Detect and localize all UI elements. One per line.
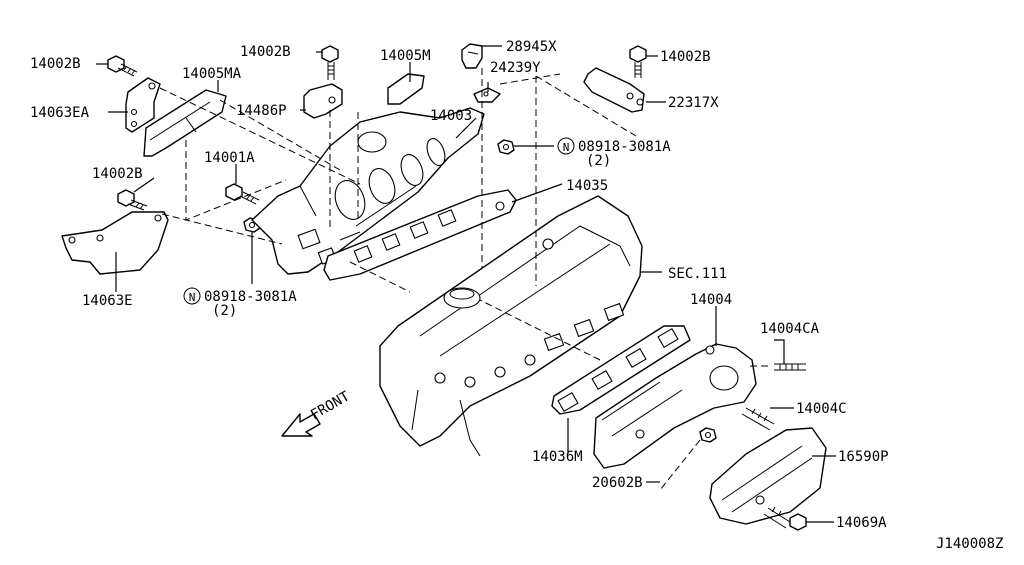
diagram-id: J140008Z: [936, 536, 1003, 552]
label-14005M: 14005M: [380, 48, 431, 64]
insulator-14005M-icon: [387, 73, 425, 105]
label-22317X: 22317X: [668, 95, 719, 111]
exhaust-manifold-14004-icon: [593, 343, 757, 469]
bracket-14063E-icon: [61, 211, 169, 275]
nut-symbol-lower: N: [183, 287, 201, 305]
insulator-14005MA-icon: [143, 89, 227, 157]
label-24239Y: 24239Y: [490, 60, 541, 76]
label-14002B-mid-left: 14002B: [92, 166, 143, 182]
cylinder-head-icon: [379, 195, 643, 457]
label-08918-lower: 08918-3081A: [204, 289, 297, 305]
label-14002B-top-right: 14002B: [660, 49, 711, 65]
intake-gasket-14035-icon: [323, 189, 517, 281]
label-14486P: 14486P: [236, 103, 287, 119]
heat-shield-16590P-icon: [709, 427, 827, 525]
label-16590P: 16590P: [838, 449, 889, 465]
stud-14004CA-icon: [774, 363, 806, 371]
nut-symbol-upper: N: [557, 137, 575, 155]
label-14063EA: 14063EA: [30, 105, 90, 121]
bolt-14001A-icon: [225, 183, 260, 205]
label-front: FRONT: [308, 388, 353, 423]
bolt-14002B-top-right-icon: [629, 45, 647, 78]
label-08918-upper: 08918-3081A: [578, 139, 671, 155]
label-08918-upper-qty: (2): [586, 153, 611, 169]
label-14004: 14004: [690, 292, 732, 308]
label-14063E: 14063E: [82, 293, 133, 309]
leader-lines: [96, 45, 836, 523]
clip-28945X-icon: [461, 43, 483, 69]
label-20602B: 20602B: [592, 475, 643, 491]
nut-20602B-icon: [699, 427, 717, 443]
intake-manifold-14003-icon: [251, 107, 485, 275]
label-14004C: 14004C: [796, 401, 847, 417]
label-14035: 14035: [566, 178, 608, 194]
bolt-14002B-mid-left-icon: [117, 189, 148, 211]
svg-text:N: N: [189, 291, 196, 304]
front-arrow-icon: [281, 413, 321, 437]
bracket-14486P-icon: [303, 83, 343, 119]
label-14003: 14003: [430, 108, 472, 124]
label-sec-111: SEC.111: [668, 266, 727, 282]
label-28945X: 28945X: [506, 39, 557, 55]
bolt-14002B-top-center-icon: [321, 45, 339, 80]
label-14036M: 14036M: [532, 449, 583, 465]
label-14005MA: 14005MA: [182, 66, 242, 82]
nut-08918-upper-icon: [497, 139, 515, 155]
bracket-24239Y-icon: [473, 87, 501, 103]
dashed-guide-lines: [159, 68, 770, 491]
svg-text:N: N: [563, 141, 570, 154]
label-14069A: 14069A: [836, 515, 887, 531]
label-14004CA: 14004CA: [760, 321, 820, 337]
bolt-14002B-top-left-icon: [107, 55, 138, 77]
exhaust-gasket-14036M-icon: [551, 325, 691, 415]
stud-14004C-icon: [741, 407, 775, 431]
label-14001A: 14001A: [204, 150, 255, 166]
label-14002B-top-left: 14002B: [30, 56, 81, 72]
label-08918-lower-qty: (2): [212, 303, 237, 319]
bracket-22317X-icon: [583, 67, 645, 113]
bolt-14069A-icon: [763, 506, 807, 531]
label-14002B-top-center: 14002B: [240, 44, 291, 60]
